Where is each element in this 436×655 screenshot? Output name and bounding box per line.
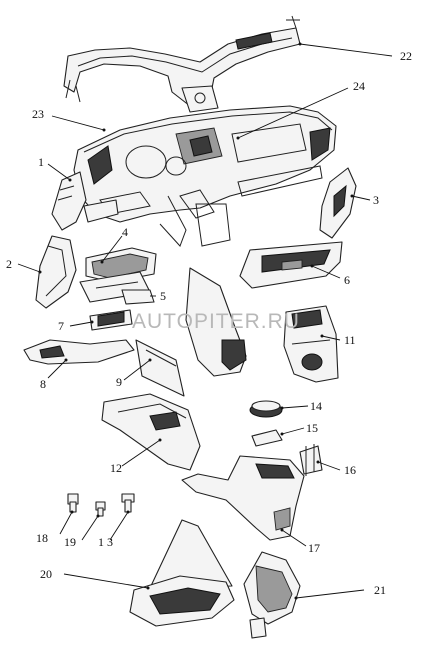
callout-8: 8 [40, 377, 46, 391]
callout-7: 7 [58, 319, 64, 333]
watermark-text: AUTOPITER.RU [132, 310, 300, 333]
part-2-left-side-trim [35, 235, 77, 309]
callout-14: 14 [310, 399, 322, 413]
callout-21: 21 [374, 583, 386, 597]
part-9-knee-panel [135, 339, 185, 397]
callout-1: 1 [38, 155, 44, 169]
part-4-center-vent-housing [79, 247, 157, 303]
part-5-bracket [121, 289, 155, 305]
part-12-lower-left-panel [101, 393, 201, 471]
callout-4: 4 [122, 225, 128, 239]
callout-12: 12 [110, 461, 122, 475]
callout-5: 5 [160, 289, 166, 303]
callout-2: 2 [6, 257, 12, 271]
callout-11: 11 [344, 333, 356, 347]
callout-23: 23 [32, 107, 44, 121]
part-1-left-end-panel [51, 171, 119, 231]
part-8-lower-trim [23, 339, 135, 365]
part-center-stack-panel [185, 267, 247, 377]
callout-6: 6 [344, 273, 350, 287]
part-16-bracket [299, 444, 323, 476]
part-17-floor-console [181, 455, 305, 541]
callout-22: 22 [400, 49, 412, 63]
part-20-shift-boot [129, 519, 235, 627]
callout-16: 16 [344, 463, 356, 477]
part-14-cup-ring [249, 400, 283, 418]
callout-15: 15 [306, 421, 318, 435]
callout-3: 3 [373, 193, 379, 207]
callout-13: 1 3 [98, 535, 113, 549]
callout-17: 17 [308, 541, 320, 555]
part-3-right-end-cap [319, 167, 357, 239]
part-13-screw [121, 493, 135, 513]
callout-18: 18 [36, 531, 48, 545]
part-18-bolt [67, 493, 79, 513]
part-11-center-bezel [283, 305, 339, 383]
part-15-clip [251, 429, 283, 447]
part-6-glove-box [239, 241, 343, 289]
part-19-clip [95, 501, 106, 517]
part-21-shift-knob [243, 551, 301, 639]
leader-lines [17, 42, 393, 600]
callout-24: 24 [353, 79, 365, 93]
callout-labels: 22 24 23 1 3 2 4 6 5 7 11 8 9 14 15 12 1… [6, 49, 412, 597]
part-22-crossbeam [63, 15, 301, 113]
part-7-switch-panel [89, 309, 133, 331]
callout-9: 9 [116, 375, 122, 389]
callout-19: 19 [64, 535, 76, 549]
part-23-instrument-panel [73, 105, 337, 247]
callout-20: 20 [40, 567, 52, 581]
